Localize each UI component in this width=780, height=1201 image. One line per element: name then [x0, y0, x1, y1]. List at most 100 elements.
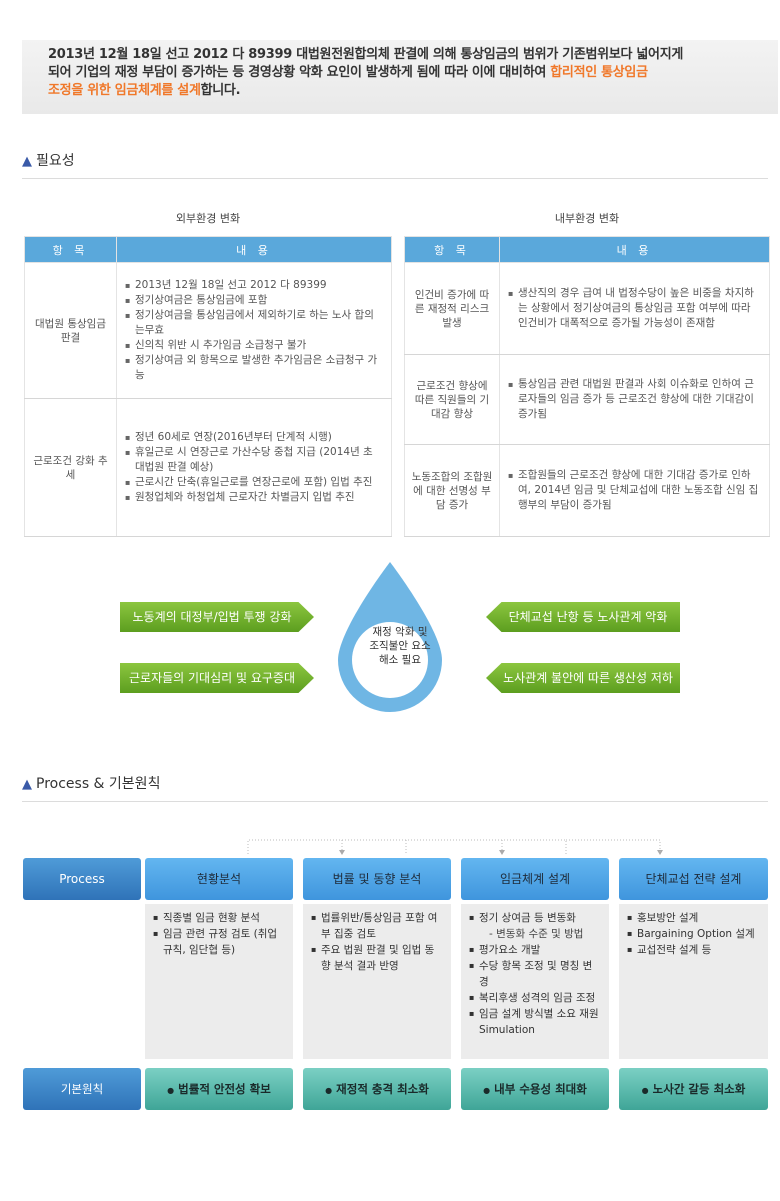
row-item: 인건비 증가에 따른 재정적 리스크 발생: [404, 262, 500, 355]
intro-line-1: 2013년 12월 18일 선고 2012 다 89399 대법원전원합의체 판…: [48, 47, 684, 62]
list-item: 통상임금 관련 대법원 판결과 사회 이슈화로 인하여 근로자들의 임금 증가 …: [508, 377, 761, 422]
arrow-icon: [339, 850, 345, 855]
principle-3-text: 내부 수용성 최대화: [494, 1082, 587, 1096]
intro-line-2-text: 되어 기업의 재정 부담이 증가하는 등 경영상황 악화 요인이 발생하게 됨에…: [48, 65, 551, 80]
connector-line: [247, 839, 567, 854]
list-item: 정기 상여금 등 변동화 - 변동화 수준 및 방법: [469, 910, 601, 942]
list-item: 2013년 12월 18일 선고 2012 다 89399: [125, 278, 383, 293]
row-item: 대법원 통상임금 판결: [24, 262, 117, 399]
external-caption: 외부환경 변화: [175, 212, 241, 225]
bullet-icon: ●: [167, 1086, 175, 1095]
process-step-2-details: 법률위반/통상임금 포함 여부 집중 검토 주요 법원 판결 및 입법 동향 분…: [303, 904, 451, 1059]
table-row: 근로조건 강화 추세 정년 60세로 연장(2016년부터 단계적 시행) 휴일…: [24, 398, 392, 537]
table-header-row: 항 목 내 용: [24, 236, 392, 263]
principle-4-text: 노사간 갈등 최소화: [652, 1082, 746, 1096]
list-item: 임금 설계 방식별 소요 재원 Simulation: [469, 1006, 601, 1038]
triangle-icon: ▲: [22, 154, 32, 169]
principle-4: ●노사간 갈등 최소화: [619, 1068, 768, 1110]
list-item: 교섭전략 설계 등: [627, 942, 760, 958]
column-header-item: 항 목: [24, 236, 117, 263]
principle-row-label: 기본원칙: [23, 1068, 141, 1110]
internal-table: 항 목 내 용 인건비 증가에 따른 재정적 리스크 발생 생산직의 경우 급여…: [404, 236, 770, 537]
list-item: 주요 법원 판결 및 입법 동향 분석 결과 반영: [311, 942, 443, 974]
process-step-3: 임금체계 설계: [461, 858, 609, 900]
necessity-heading: ▲ 필요성: [22, 150, 75, 170]
list-item: 복리후생 성격의 임금 조정: [469, 990, 601, 1006]
process-row-label: Process: [23, 858, 141, 900]
arrow-icon: [499, 850, 505, 855]
row-content: 정년 60세로 연장(2016년부터 단계적 시행) 휴일근로 시 연장근로 가…: [116, 398, 392, 537]
section-divider: [22, 801, 768, 802]
necessity-title: 필요성: [36, 153, 75, 169]
internal-caption: 내부환경 변화: [554, 212, 620, 225]
column-header-content: 내 용: [116, 236, 392, 263]
table-row: 대법원 통상임금 판결 2013년 12월 18일 선고 2012 다 8939…: [24, 262, 392, 399]
process-step-1-details: 직종별 임금 현황 분석 임금 관련 규정 검토 (취업규칙, 임단협 등): [145, 904, 293, 1059]
factor-labor-struggle: 노동계의 대정부/입법 투쟁 강화: [120, 602, 314, 632]
center-line: 해소 필요: [379, 654, 421, 666]
external-table: 항 목 내 용 대법원 통상임금 판결 2013년 12월 18일 선고 201…: [24, 236, 392, 537]
factor-productivity-decline: 노사관계 불안에 따른 생산성 저하: [486, 663, 680, 693]
process-heading: ▲ Process & 기본원칙: [22, 773, 160, 793]
principle-2: ●재정적 충격 최소화: [303, 1068, 451, 1110]
principle-2-text: 재정적 충격 최소화: [336, 1082, 429, 1096]
list-item: 신의칙 위반 시 추가임금 소급청구 불가: [125, 338, 383, 353]
list-item: 직종별 임금 현황 분석: [153, 910, 285, 926]
intro-line-2: 되어 기업의 재정 부담이 증가하는 등 경영상황 악화 요인이 발생하게 됨에…: [48, 64, 752, 82]
triangle-icon: ▲: [22, 777, 32, 792]
list-item: Bargaining Option 설계: [627, 926, 760, 942]
factor-bargaining-difficulty: 단체교섭 난항 등 노사관계 악화: [486, 602, 680, 632]
bullet-icon: ●: [325, 1086, 333, 1095]
process-step-3-details: 정기 상여금 등 변동화 - 변동화 수준 및 방법 평가요소 개발 수당 항목 …: [461, 904, 609, 1059]
list-item-text: 정기 상여금 등 변동화: [479, 912, 576, 924]
list-item: 정기상여금은 통상임금에 포함: [125, 293, 383, 308]
row-item: 근로조건 강화 추세: [24, 398, 117, 537]
center-line: 재정 악화 및: [372, 626, 428, 638]
process-step-2: 법률 및 동향 분석: [303, 858, 451, 900]
list-item: 휴일근로 시 연장근로 가산수당 중첩 지급 (2014년 초 대법원 판결 예…: [125, 445, 383, 475]
row-item: 근로조건 향상에 따른 직원들의 기대감 향상: [404, 354, 500, 445]
intro-line-3: 조정을 위한 임금체계를 설계합니다.: [48, 82, 752, 100]
table-header-row: 항 목 내 용: [404, 236, 770, 263]
list-item: 평가요소 개발: [469, 942, 601, 958]
list-item: 정기상여금을 통상임금에서 제외하기로 하는 노사 합의는무효: [125, 308, 383, 338]
list-item: 정기상여금 외 항목으로 발생한 추가임금은 소급청구 가능: [125, 353, 383, 383]
table-row: 노동조합의 조합원에 대한 선명성 부담 증가 조합원들의 근로조건 향상에 대…: [404, 444, 770, 537]
intro-highlight-1: 합리적인 통상임금: [550, 65, 648, 80]
column-header-content: 내 용: [499, 236, 770, 263]
drop-center-text: 재정 악화 및 조직불안 요소 해소 필요: [352, 625, 448, 667]
principle-1: ●법률적 안전성 확보: [145, 1068, 293, 1110]
list-item: 정년 60세로 연장(2016년부터 단계적 시행): [125, 430, 383, 445]
list-item: 생산직의 경우 급여 내 법정수당이 높은 비중을 차지하는 상황에서 정기상여…: [508, 286, 761, 331]
column-header-item: 항 목: [404, 236, 500, 263]
list-item: 수당 항목 조정 및 명칭 변경: [469, 958, 601, 990]
process-connectors: [247, 839, 663, 855]
list-subitem: - 변동화 수준 및 방법: [489, 928, 584, 940]
list-item: 법률위반/통상임금 포함 여부 집중 검토: [311, 910, 443, 942]
process-step-4-details: 홍보방안 설계 Bargaining Option 설계 교섭전략 설계 등: [619, 904, 768, 1059]
section-divider: [22, 178, 768, 179]
process-step-1: 현황분석: [145, 858, 293, 900]
bullet-icon: ●: [483, 1086, 491, 1095]
drop-diagram: [338, 562, 442, 712]
process-title: Process & 기본원칙: [36, 776, 161, 792]
table-row: 인건비 증가에 따른 재정적 리스크 발생 생산직의 경우 급여 내 법정수당이…: [404, 262, 770, 355]
row-content: 생산직의 경우 급여 내 법정수당이 높은 비중을 차지하는 상황에서 정기상여…: [499, 262, 770, 355]
intro-banner: 2013년 12월 18일 선고 2012 다 89399 대법원전원합의체 판…: [22, 40, 778, 114]
row-content: 2013년 12월 18일 선고 2012 다 89399 정기상여금은 통상임…: [116, 262, 392, 399]
list-item: 홍보방안 설계: [627, 910, 760, 926]
principle-1-text: 법률적 안전성 확보: [178, 1082, 271, 1096]
factor-worker-expectation: 근로자들의 기대심리 및 요구증대: [120, 663, 314, 693]
list-item: 원청업체와 하청업체 근로자간 차별금지 입법 추진: [125, 490, 383, 505]
intro-highlight-2: 조정을 위한 임금체계를 설계: [48, 83, 201, 98]
intro-line-3-text: 합니다.: [200, 83, 241, 98]
list-item: 근로시간 단축(휴일근로를 연장근로에 포함) 입법 추진: [125, 475, 383, 490]
arrow-icon: [657, 850, 663, 855]
table-row: 근로조건 향상에 따른 직원들의 기대감 향상 통상임금 관련 대법원 판결과 …: [404, 354, 770, 445]
row-content: 조합원들의 근로조건 향상에 대한 기대감 증가로 인하여, 2014년 임금 …: [499, 444, 770, 537]
list-item: 임금 관련 규정 검토 (취업규칙, 임단협 등): [153, 926, 285, 958]
process-step-4: 단체교섭 전략 설계: [619, 858, 768, 900]
connector-line: [566, 839, 661, 852]
drop-center-circle: [352, 622, 428, 698]
list-item: 조합원들의 근로조건 향상에 대한 기대감 증가로 인하여, 2014년 임금 …: [508, 468, 761, 513]
